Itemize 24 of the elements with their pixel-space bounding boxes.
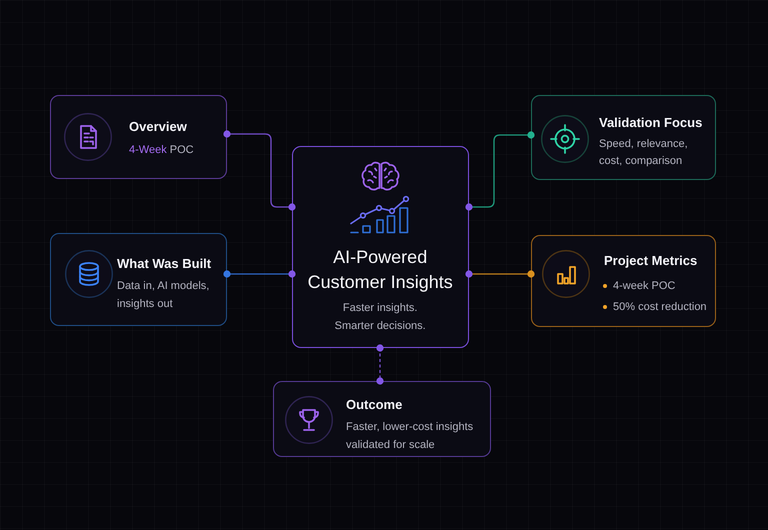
- info-card: [273, 381, 491, 457]
- info-card: [531, 95, 716, 180]
- card-description: Faster, lower-cost insights validated for scale: [346, 420, 474, 453]
- list-item: 4-week POC: [613, 280, 676, 292]
- info-card: [50, 95, 227, 179]
- card-subtitle: 4-Week POC: [129, 143, 195, 158]
- card-title: Validation Focus: [599, 115, 702, 131]
- card-description: Speed, relevance, cost, comparison: [599, 137, 689, 169]
- card-title: Overview: [129, 119, 187, 135]
- connector-line: [223, 270, 296, 278]
- card-title: Project Metrics: [604, 253, 698, 269]
- main-title: AI-Powered Customer Insights: [306, 246, 454, 294]
- connector-line: [376, 344, 384, 385]
- card-title: Outcome: [346, 397, 402, 413]
- connector-line: [465, 131, 535, 211]
- card-description: Data in, AI models, insights out: [117, 279, 210, 312]
- connector-line: [223, 130, 296, 211]
- main-card: [292, 146, 469, 348]
- tagline: Faster insights. Smarter decisions.: [334, 301, 427, 334]
- card-title: What Was Built: [117, 256, 212, 272]
- info-card: [531, 235, 716, 327]
- list-item: 50% cost reduction: [613, 300, 707, 312]
- connector-line: [465, 270, 535, 278]
- info-card: [50, 233, 227, 326]
